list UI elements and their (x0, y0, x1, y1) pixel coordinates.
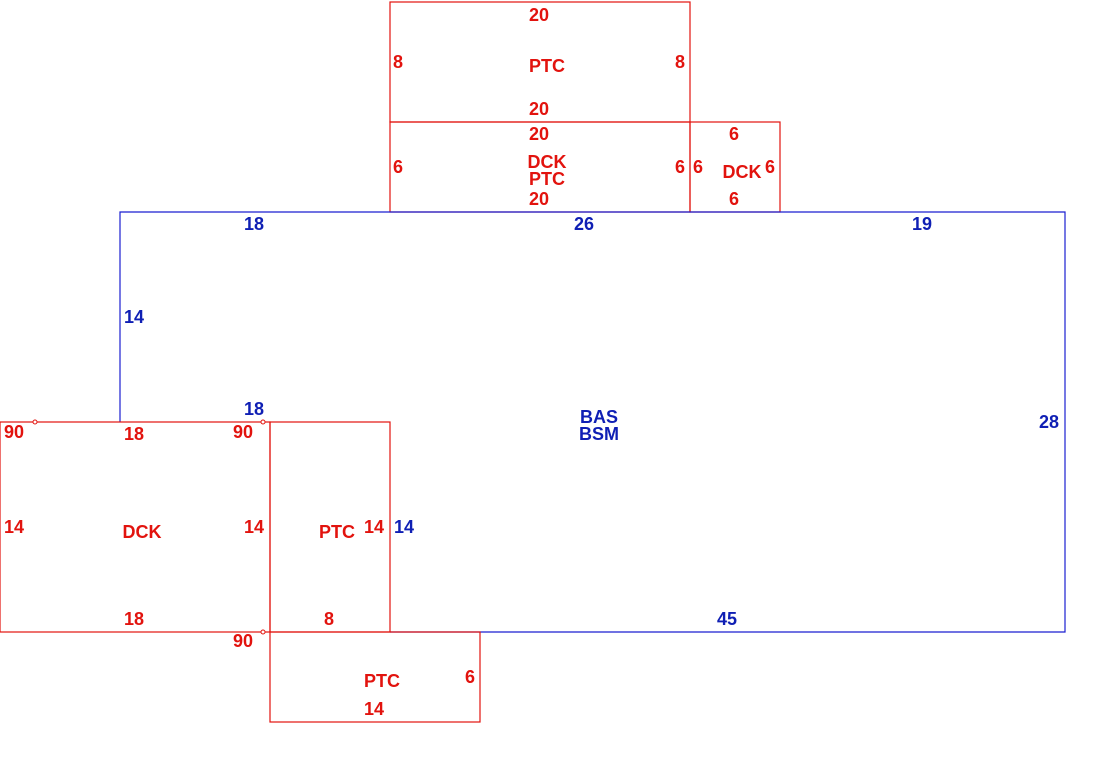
dimension-label: 6 (675, 157, 685, 177)
area-label-bas: BAS (580, 407, 618, 427)
dimension-label: 28 (1039, 412, 1059, 432)
area-label-ptc-mid: PTC (529, 169, 565, 189)
dimension-label: 8 (675, 52, 685, 72)
dimension-label: 14 (364, 699, 384, 719)
dimension-label: 14 (364, 517, 384, 537)
area-label-ptc-bottom: PTC (364, 671, 400, 691)
dimension-label: 20 (529, 124, 549, 144)
bas-outline (119, 211, 1066, 633)
dimension-label: 6 (765, 157, 775, 177)
dimension-label: 8 (324, 609, 334, 629)
dimension-label: 20 (529, 189, 549, 209)
angle-label: 90 (233, 422, 253, 442)
area-label-dck-right: DCK (723, 162, 762, 182)
area-label-bsm: BSM (579, 424, 619, 444)
area-label-dck-left: DCK (123, 522, 162, 542)
dimension-label: 20 (529, 99, 549, 119)
dimension-label: 18 (244, 214, 264, 234)
dimension-label: 26 (574, 214, 594, 234)
dimension-label: 18 (124, 609, 144, 629)
dimension-label: 19 (912, 214, 932, 234)
dimension-label: 18 (244, 399, 264, 419)
area-label-dck-mid: DCK (528, 152, 567, 172)
dimension-label: 14 (124, 307, 144, 327)
dimension-label: 6 (729, 124, 739, 144)
dimension-label: 6 (393, 157, 403, 177)
dimension-label: 14 (394, 517, 414, 537)
dimension-label: 6 (465, 667, 475, 687)
dimension-label: 20 (529, 5, 549, 25)
dimension-label: 18 (124, 424, 144, 444)
dimension-label: 8 (393, 52, 403, 72)
angle-label: 90 (4, 422, 24, 442)
dimension-label: 45 (717, 609, 737, 629)
angle-marker (32, 419, 38, 425)
ptc-bottom-outline (269, 631, 481, 723)
angle-label: 90 (233, 631, 253, 651)
angle-marker (260, 419, 266, 425)
dimension-label: 6 (729, 189, 739, 209)
dimension-label: 14 (244, 517, 264, 537)
dimension-label: 14 (4, 517, 24, 537)
area-label-ptc-top: PTC (529, 56, 565, 76)
dimension-label: 6 (693, 157, 703, 177)
area-label-ptc-inner: PTC (319, 522, 355, 542)
angle-marker (260, 629, 266, 635)
